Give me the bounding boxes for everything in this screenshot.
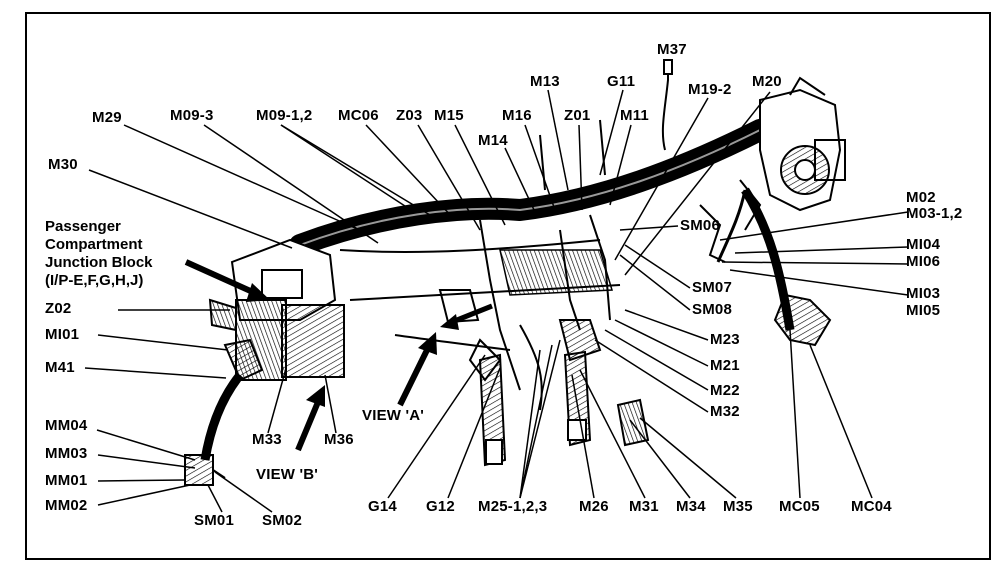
junction-block-assembly — [208, 238, 345, 382]
label-m29: M29 — [92, 109, 122, 126]
label-sm08: SM08 — [692, 301, 732, 318]
label-m23: M23 — [710, 331, 740, 348]
label-sm07: SM07 — [692, 279, 732, 296]
label-m32: M32 — [710, 403, 740, 420]
label-m37: M37 — [657, 41, 687, 58]
right-end-assembly — [739, 76, 846, 231]
junction-block-line2: Compartment — [45, 236, 143, 253]
label-mi06: MI06 — [906, 253, 941, 270]
junction-block-line4: (I/P-E,F,G,H,J) — [45, 272, 144, 289]
label-mi04: MI04 — [906, 236, 941, 253]
label-mc05: MC05 — [779, 498, 820, 515]
view-a-arrow — [397, 332, 437, 407]
label-m30: M30 — [48, 156, 78, 173]
label-z03: Z03 — [396, 107, 423, 124]
label-mi03: MI03 — [906, 285, 941, 302]
label-mm03: MM03 — [45, 445, 88, 462]
label-m15: M15 — [434, 107, 464, 124]
label-m22: M22 — [710, 382, 740, 399]
label-mi01: MI01 — [45, 326, 80, 343]
label-view-b: VIEW 'B' — [256, 466, 319, 483]
label-m35: M35 — [723, 498, 753, 515]
label-g14: G14 — [368, 498, 397, 515]
label-mc04: MC04 — [851, 498, 892, 515]
label-m09-1-2: M09-1,2 — [256, 107, 313, 124]
label-z02: Z02 — [45, 300, 72, 317]
label-mc06: MC06 — [338, 107, 379, 124]
left-drop-harness — [184, 372, 244, 486]
label-sm02: SM02 — [262, 512, 302, 529]
label-m14: M14 — [478, 132, 508, 149]
label-g11: G11 — [607, 73, 636, 90]
diagram-frame — [25, 12, 991, 560]
label-mi05: MI05 — [906, 302, 941, 319]
label-mm02: MM02 — [45, 497, 88, 514]
label-m31: M31 — [629, 498, 659, 515]
label-m20: M20 — [752, 73, 782, 90]
label-mm01: MM01 — [45, 472, 88, 489]
label-m26: M26 — [579, 498, 609, 515]
label-m02: M02 — [906, 189, 936, 206]
label-g12: G12 — [426, 498, 455, 515]
label-sm06: SM06 — [680, 217, 720, 234]
view-a-arrow-2 — [440, 303, 493, 330]
label-m09-3: M09-3 — [170, 107, 214, 124]
label-sm01: SM01 — [194, 512, 234, 529]
label-m34: M34 — [676, 498, 706, 515]
right-drop-harness — [716, 187, 832, 347]
main-harness — [289, 109, 811, 256]
center-structure — [339, 214, 621, 411]
label-m03-1-2: M03-1,2 — [906, 205, 963, 222]
label-m21: M21 — [710, 357, 740, 374]
label-mm04: MM04 — [45, 417, 88, 434]
label-m25-1-2-3: M25-1,2,3 — [478, 498, 548, 515]
junction-block-line1: Passenger — [45, 218, 121, 235]
label-z01: Z01 — [564, 107, 591, 124]
lower-brackets — [478, 350, 650, 467]
label-view-a: VIEW 'A' — [362, 407, 425, 424]
junction-block-arrow — [184, 259, 270, 302]
leader-lines — [84, 89, 909, 513]
label-m13: M13 — [530, 73, 560, 90]
label-m11: M11 — [620, 107, 649, 124]
label-m36: M36 — [324, 431, 354, 448]
junction-block-label: Passenger Compartment Junction Block (I/… — [45, 218, 153, 290]
small-wires — [539, 59, 726, 263]
view-b-arrow — [295, 385, 325, 452]
label-m16: M16 — [502, 107, 532, 124]
label-m33: M33 — [252, 431, 282, 448]
label-m19-2: M19-2 — [688, 81, 732, 98]
label-m41: M41 — [45, 359, 75, 376]
junction-block-line3: Junction Block — [45, 254, 153, 271]
